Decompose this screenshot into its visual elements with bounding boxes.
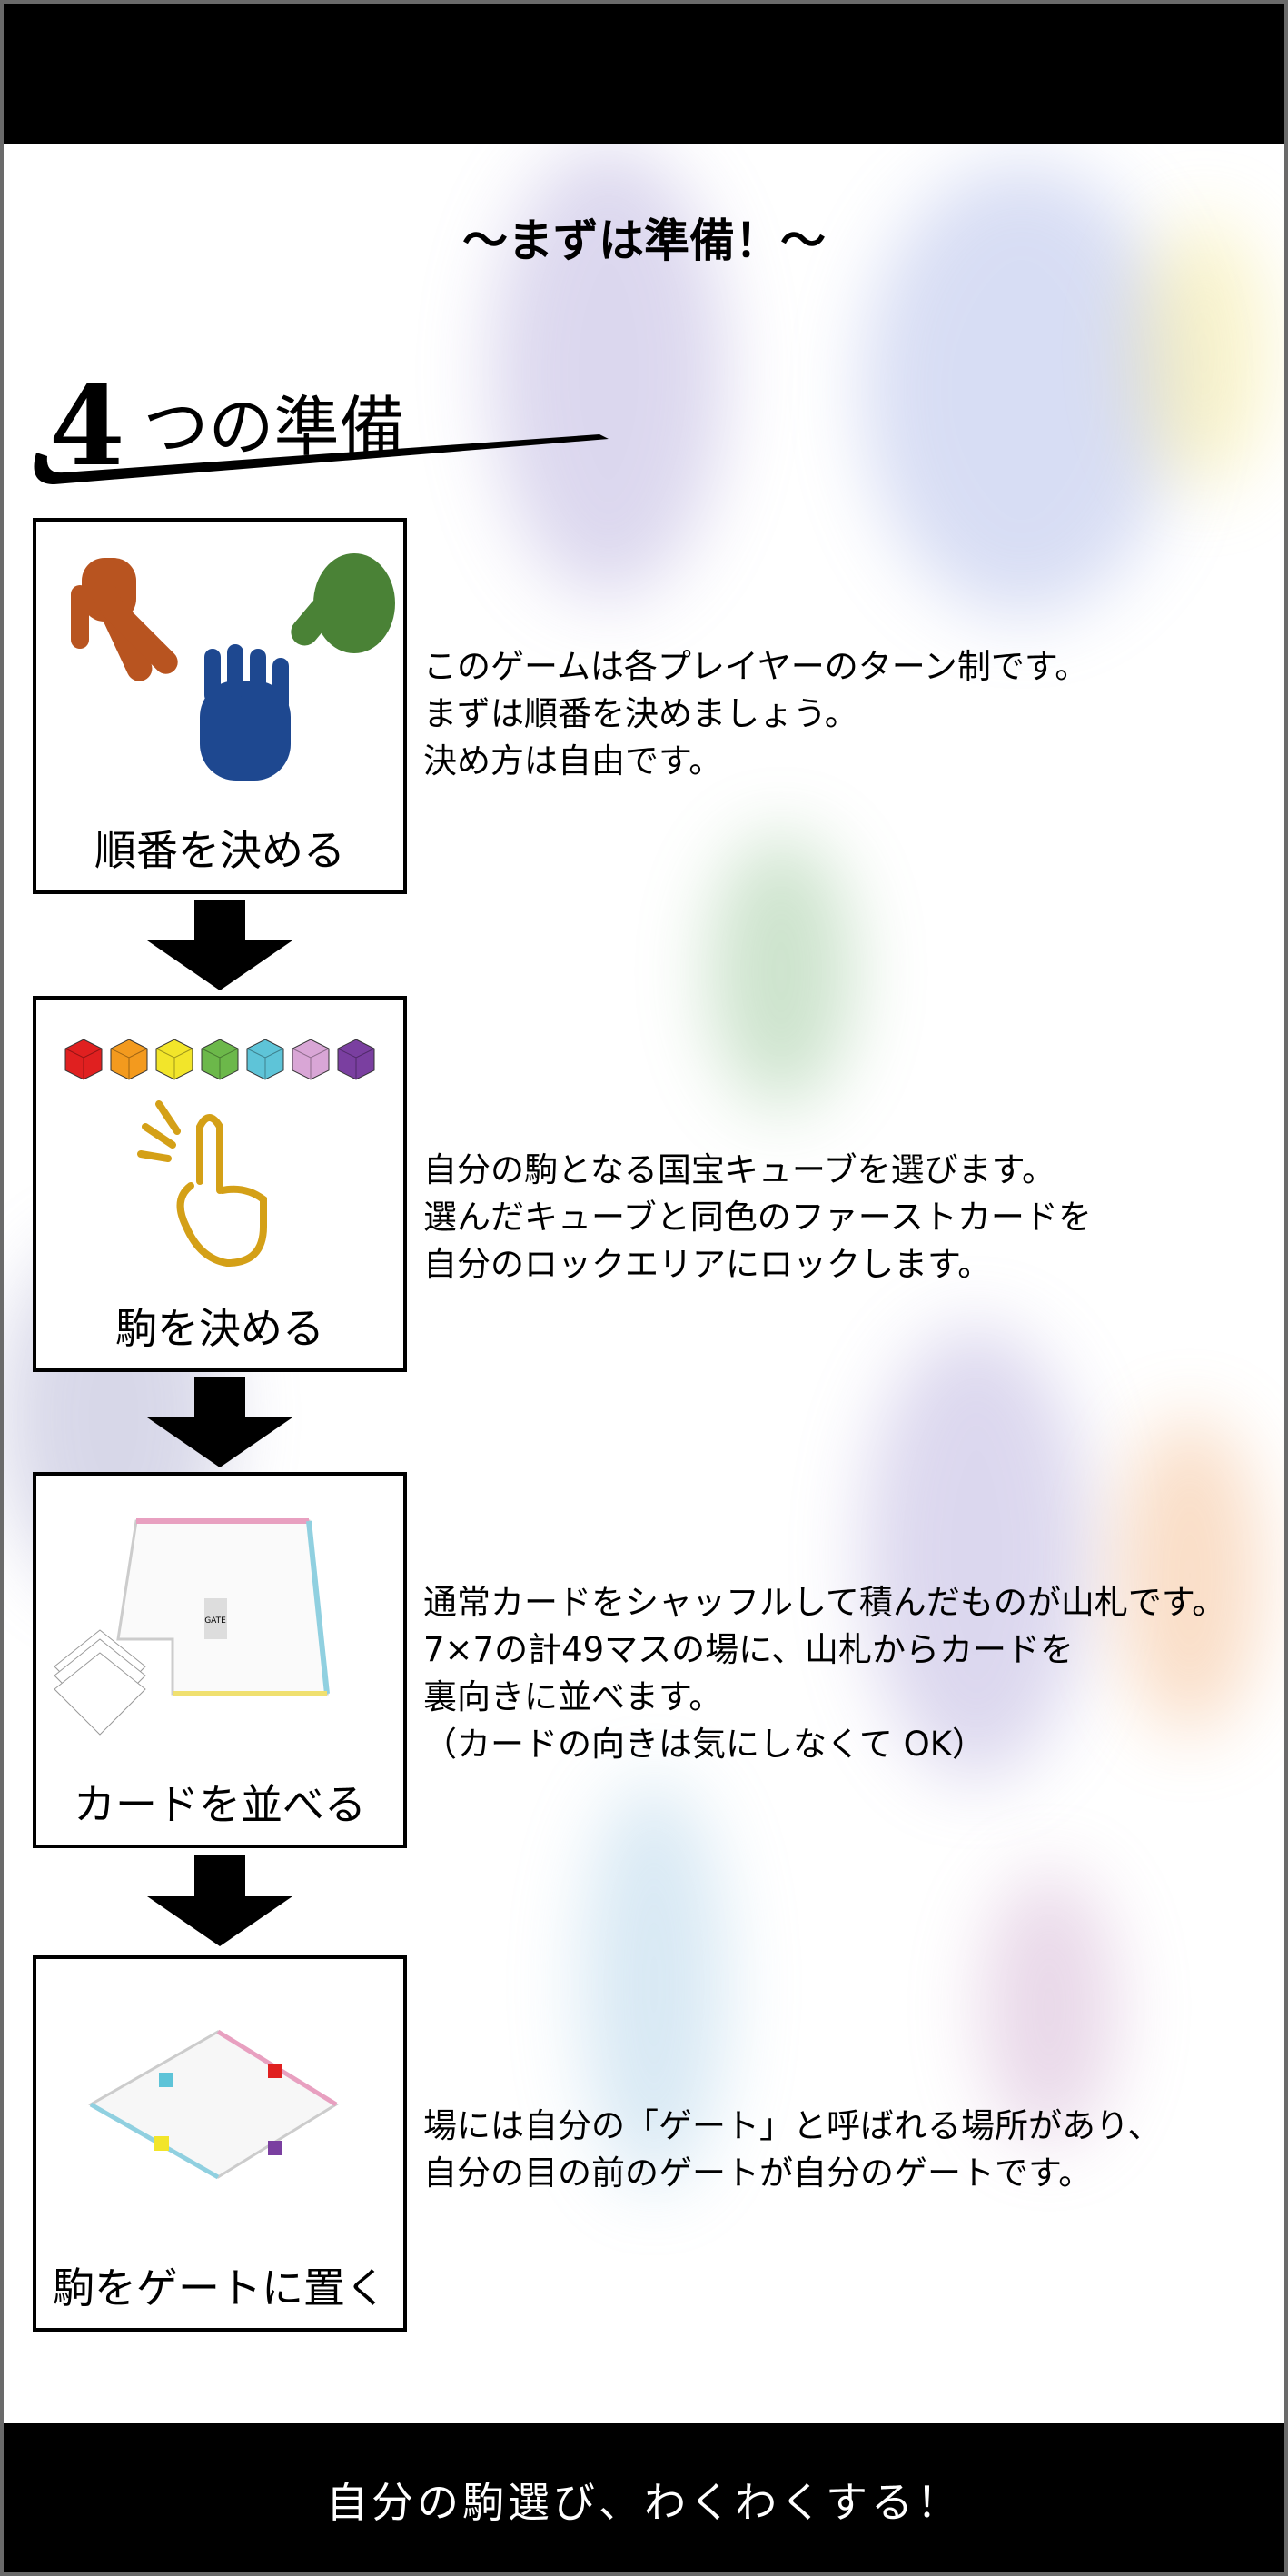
step-label: 駒をゲートに置く	[53, 2263, 387, 2312]
rock-paper-scissors-icon	[71, 553, 395, 781]
desc-line: 場には自分の「ゲート」と呼ばれる場所があり、	[423, 2106, 1162, 2145]
down-arrow-icon	[147, 1855, 292, 1946]
step-description-cards: 通常カードをシャッフルして積んだものが山札です。 7×7の計49マスの場に、山札…	[423, 1579, 1225, 1768]
cube-icon	[246, 1039, 284, 1080]
step-label: カードを並べる	[74, 1780, 366, 1829]
footer-banner: 自分の駒選び、わくわくする！	[0, 2423, 1288, 2576]
desc-line: 選んだキューブと同色のファーストカードを	[423, 1198, 1092, 1237]
board-with-pieces-illustration	[87, 2029, 339, 2180]
desc-line: 通常カードをシャッフルして積んだものが山札です。	[423, 1583, 1226, 1622]
card-layout-illustration: GATE	[54, 1518, 330, 1736]
step-label: 順番を決める	[94, 826, 345, 875]
desc-line: 決め方は自由です。	[423, 741, 723, 781]
down-arrow-icon	[147, 1377, 292, 1467]
step-card-piece: 駒を決める	[33, 996, 407, 1372]
cube-icon	[155, 1039, 193, 1080]
step-label: 駒を決める	[115, 1304, 324, 1353]
cube-row	[64, 1038, 376, 1081]
step-description-order: このゲームは各プレイヤーのターン制です。 まずは順番を決めましょう。 決め方は自…	[423, 643, 1088, 785]
cube-icon	[337, 1039, 375, 1080]
cube-icon	[110, 1039, 148, 1080]
footer-text: 自分の駒選び、わくわくする！	[326, 2478, 962, 2527]
gate-label: GATE	[204, 1616, 226, 1626]
cube-icon	[201, 1039, 239, 1080]
step-description-piece: 自分の駒となる国宝キューブを選びます。 選んだキューブと同色のファーストカードを…	[423, 1147, 1092, 1288]
desc-line: 自分の目の前のゲートが自分のゲートです。	[423, 2153, 1093, 2193]
brush-stroke	[34, 434, 609, 484]
desc-line: （カードの向きは気にしなくて OK）	[423, 1725, 986, 1764]
section-heading: 4 つの準備	[49, 373, 405, 482]
step-card-order: 順番を決める	[33, 518, 407, 894]
step-description-gate: 場には自分の「ゲート」と呼ばれる場所があり、 自分の目の前のゲートが自分のゲート…	[423, 2103, 1162, 2197]
step-card-gate: 駒をゲートに置く	[33, 1955, 407, 2332]
desc-line: 自分の駒となる国宝キューブを選びます。	[423, 1150, 1055, 1189]
desc-line: 自分のロックエリアにロックします。	[423, 1245, 992, 1284]
desc-line: 7×7の計49マスの場に、山札からカードを	[423, 1630, 1075, 1669]
step-card-cards: GATE カードを並べる	[33, 1472, 407, 1848]
desc-line: 裏向きに並べます。	[423, 1677, 723, 1716]
cube-icon	[292, 1039, 330, 1080]
cube-icon	[64, 1039, 103, 1080]
desc-line: まずは順番を決めましょう。	[423, 694, 858, 733]
desc-line: このゲームは各プレイヤーのターン制です。	[423, 647, 1089, 686]
page-title: 〜まずは準備！〜	[462, 214, 826, 267]
watercolor-background	[0, 144, 1288, 2423]
top-bar	[0, 0, 1288, 144]
heading-number: 4	[49, 363, 125, 491]
down-arrow-icon	[147, 900, 292, 990]
pointing-hand-icon	[137, 1100, 267, 1268]
